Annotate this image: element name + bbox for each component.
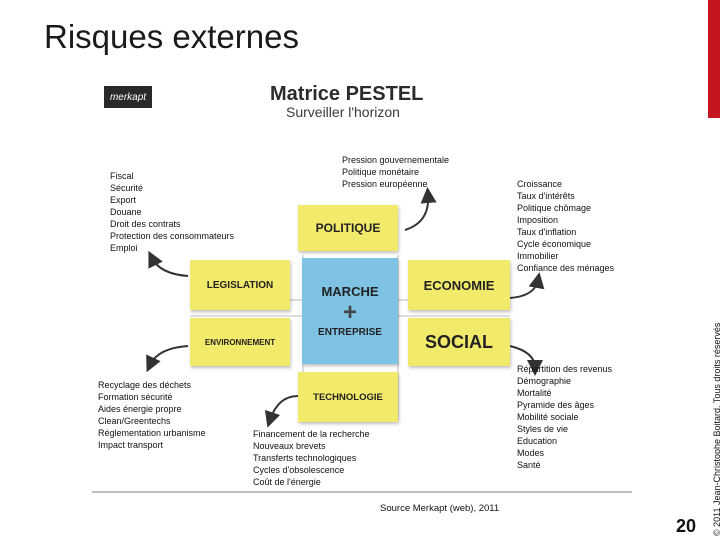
- list-item: Mortalité: [517, 388, 552, 398]
- center-plus-sign: +: [342, 299, 357, 326]
- list-item: Protection des consommateurs: [110, 231, 235, 241]
- arrow-technologie: [264, 395, 299, 428]
- list-item: Imposition: [517, 215, 559, 225]
- list-item: Politique chômage: [517, 203, 592, 213]
- slide-title: Risques externes: [44, 18, 299, 55]
- divider-line: [92, 491, 632, 493]
- list-item: Démographie: [517, 376, 572, 386]
- list-item: Fiscal: [110, 171, 134, 181]
- list-item: Cycle économique: [517, 239, 592, 249]
- box-marche-entreprise: MARCHE + ENTREPRISE: [302, 258, 398, 364]
- list-item: Nouveaux brevets: [253, 441, 326, 451]
- center-label-entreprise: ENTREPRISE: [318, 327, 382, 338]
- merkapt-logo: merkapt: [104, 86, 152, 108]
- box-technologie: TECHNOLOGIE: [298, 372, 398, 422]
- list-item: Formation sécurité: [98, 392, 173, 402]
- arrow-legislation: [148, 250, 189, 277]
- list-item: Croissance: [517, 179, 563, 189]
- list-item: Taux d'inflation: [517, 227, 577, 237]
- list-item: Immobilier: [517, 251, 559, 261]
- list-item: Impact transport: [98, 440, 164, 450]
- accent-bar: [708, 0, 720, 118]
- arrow-economie: [509, 272, 545, 299]
- page-number: 20: [676, 516, 697, 536]
- list-item: Aides énergie propre: [98, 404, 182, 414]
- box-legislation: LEGISLATION: [190, 260, 290, 310]
- list-item: Export: [110, 195, 137, 205]
- list-item: Répartition des revenus: [517, 364, 613, 374]
- list-item: Cycles d'obsolescence: [253, 465, 345, 475]
- list-item: Douane: [110, 207, 142, 217]
- list-item: Pression gouvernementale: [342, 155, 450, 165]
- list-item: Politique monétaire: [342, 167, 420, 177]
- box-environnement: ENVIRONNEMENT: [190, 318, 290, 366]
- list-item: Coût de l'énergie: [253, 477, 321, 487]
- list-item: Taux d'intérêts: [517, 191, 575, 201]
- list-item: Financement de la recherche: [253, 429, 370, 439]
- list-item: Transferts technologiques: [253, 453, 357, 463]
- list-item: Emploi: [110, 243, 138, 253]
- arrow-politique: [404, 187, 437, 231]
- figure-title: Matrice PESTEL: [270, 83, 424, 105]
- list-item: Confiance des ménages: [517, 263, 615, 273]
- list-item: Styles de vie: [517, 424, 569, 434]
- center-label-marche: MARCHE: [321, 284, 379, 299]
- arrow-environnement: [146, 345, 189, 373]
- box-politique: POLITIQUE: [298, 205, 398, 251]
- box-economie: ECONOMIE: [408, 260, 510, 310]
- list-item: Mobilité sociale: [517, 412, 579, 422]
- source-caption: Source Merkapt (web), 2011: [380, 503, 500, 514]
- list-item: Droit des contrats: [110, 219, 181, 229]
- list-item: Clean/Greentechs: [98, 416, 171, 426]
- figure-subtitle: Surveiller l'horizon: [286, 104, 400, 120]
- list-item: Modes: [517, 448, 545, 458]
- arrow-social: [509, 345, 543, 376]
- list-item: Santé: [517, 460, 541, 470]
- list-item: Recyclage des déchets: [98, 380, 192, 390]
- list-item: Sécurité: [110, 183, 144, 193]
- list-item: Pression européenne: [342, 179, 428, 189]
- box-social: SOCIAL: [408, 318, 510, 366]
- list-item: Réglementation urbanisme: [98, 428, 206, 438]
- list-item: Pyramide des âges: [517, 400, 595, 410]
- list-item: Education: [517, 436, 558, 446]
